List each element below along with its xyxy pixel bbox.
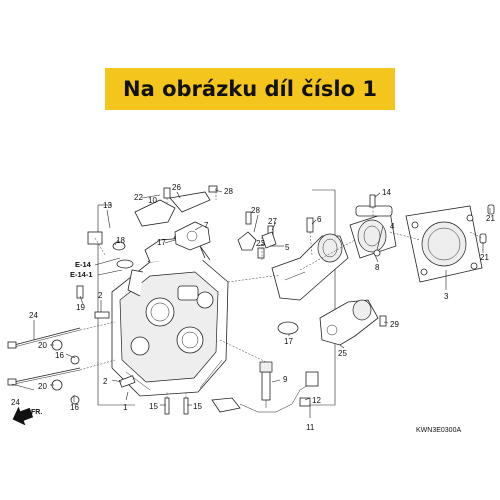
callout: 25 — [338, 349, 347, 358]
callout: 26 — [172, 183, 181, 192]
title-banner: Na obrázku díl číslo 1 — [105, 68, 395, 110]
callout: 27 — [268, 217, 277, 226]
callout: 20 — [38, 341, 47, 350]
callout: 20 — [38, 382, 47, 391]
callout: 29 — [390, 320, 399, 329]
clips — [237, 231, 277, 251]
spark-plug — [259, 361, 273, 408]
callout: 18 — [116, 236, 125, 245]
sensor-harness — [211, 371, 319, 413]
callout: 16 — [55, 351, 64, 360]
callout: 10 — [148, 196, 157, 205]
secondary-intake — [319, 299, 379, 346]
callout: 16 — [70, 403, 79, 412]
callout: 15 — [193, 402, 202, 411]
o-ring — [116, 259, 299, 335]
callout: 8 — [375, 263, 380, 272]
upper-gaskets — [134, 191, 211, 251]
callout: 4 — [390, 222, 395, 231]
callout-leaders — [11, 189, 491, 418]
callout: 1 — [123, 403, 128, 412]
dowel-pins — [479, 204, 495, 244]
drawing-code: KWN3E0300A — [416, 427, 461, 434]
callout: 13 — [103, 201, 112, 210]
callout: 24 — [11, 398, 20, 407]
callout: 23 — [256, 239, 265, 248]
title-text: Na obrázku díl číslo 1 — [123, 77, 377, 101]
callout: 5 — [285, 243, 290, 252]
cylinder-gasket — [405, 205, 483, 283]
left-small-parts — [112, 241, 126, 251]
direction-label: FR. — [31, 409, 42, 416]
callout: 12 — [312, 396, 321, 405]
callout: 2 — [98, 291, 103, 300]
callout: 14 — [382, 188, 391, 197]
ref-e14-1: E-14-1 — [70, 270, 93, 279]
callout: 17 — [284, 337, 293, 346]
callout: 22 — [134, 193, 143, 202]
ref-e14: E-14 — [75, 260, 92, 269]
callout: 2 — [103, 377, 108, 386]
callout: 7 — [204, 221, 209, 230]
callout: 19 — [76, 303, 85, 312]
front-direction-arrow: FR. — [12, 406, 42, 426]
dashed-leaders — [79, 188, 483, 398]
callout: 3 — [444, 292, 449, 301]
callout: 15 — [149, 402, 158, 411]
callout: 21 — [480, 253, 489, 262]
callout: 17 — [157, 238, 166, 247]
callout: 6 — [317, 215, 322, 224]
callout: 11 — [306, 423, 315, 432]
callout: 28 — [251, 206, 260, 215]
callout: 24 — [29, 311, 38, 320]
insulator-clamp — [349, 205, 397, 259]
callout: 21 — [486, 214, 495, 223]
section-refs: E-14 E-14-1 — [70, 257, 123, 279]
callout-numbers: 22 10 26 28 7 13 18 17 28 27 6 5 23 14 4… — [11, 183, 495, 432]
callout: 28 — [224, 187, 233, 196]
intake-pipe — [271, 233, 349, 301]
callout: 9 — [283, 375, 288, 384]
